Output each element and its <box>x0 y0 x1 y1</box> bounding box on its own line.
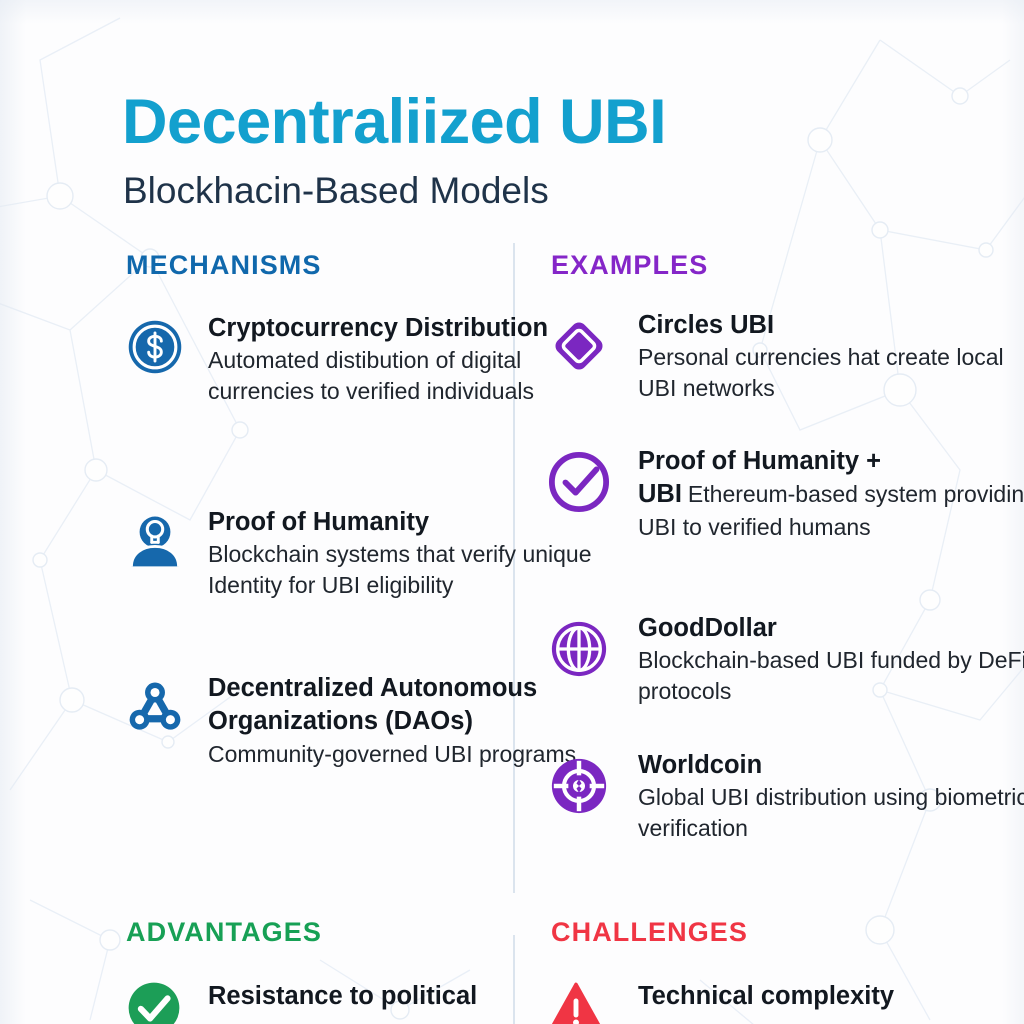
column-divider <box>513 243 515 893</box>
list-item-description: Ethereum-based system providing UBI to v… <box>638 481 1024 540</box>
list-item-title: Proof of Humanity + UBI <box>638 447 881 509</box>
list-item-body: Circles UBI Personal currencies hat crea… <box>638 309 1024 404</box>
list-item-title: Resistance to political <box>208 982 478 1010</box>
list-item-title: Circles UBI <box>638 311 775 339</box>
list-item-title: Technical complexity <box>638 982 895 1010</box>
list-item-body: Worldcoin Global UBI distribution using … <box>638 749 1024 844</box>
section-heading-challenges: CHALLENGES <box>551 917 749 947</box>
person-fingerprint-icon <box>126 512 184 570</box>
list-item-description: Global UBI distribution using biometric … <box>638 784 1024 841</box>
list-item-description: Blockchain-based UBI funded by DeFi prot… <box>638 647 1024 704</box>
section-heading-examples: EXAMPLES <box>551 250 709 280</box>
list-item-body: Technical complexity <box>638 980 1024 1013</box>
list-item-body: Decentralized Autonomous Organizations (… <box>208 672 608 769</box>
list-item-body: Resistance to political <box>208 980 608 1013</box>
list-item-description: Automated distibution of digital currenc… <box>208 347 534 404</box>
section-heading-mechanisms: MECHANISMS <box>126 250 322 280</box>
list-item-title: Cryptocurrency Distribution <box>208 314 549 342</box>
check-circle-filled-icon <box>126 980 182 1024</box>
crosshair-target-icon <box>548 755 610 817</box>
check-circle-icon <box>548 451 610 513</box>
list-item-title: Proof of Humanity <box>208 508 429 536</box>
page-subtitle: Blockhacin-Based Models <box>123 169 549 211</box>
section-heading-advantages: ADVANTAGES <box>126 917 323 947</box>
list-item-title: GoodDollar <box>638 614 777 642</box>
page-title: Decentraliized UBI <box>122 87 667 158</box>
network-nodes-icon <box>126 678 184 736</box>
list-item-body: Proof of Humanity Blockchain systems tha… <box>208 506 608 601</box>
list-item-title: Decentralized Autonomous Organizations (… <box>208 674 538 736</box>
dollar-coin-icon <box>126 318 184 376</box>
list-item-body: GoodDollar Blockchain-based UBI funded b… <box>638 612 1024 707</box>
globe-icon <box>548 618 610 680</box>
column-divider-lower <box>513 935 515 1024</box>
list-item-description: Community-governed UBI programs <box>208 740 577 767</box>
list-item-description: Blockchain systems that verify unique Id… <box>208 541 592 598</box>
warning-triangle-icon <box>548 980 604 1024</box>
list-item-title: Worldcoin <box>638 751 763 779</box>
list-item-body: Cryptocurrency Distribution Automated di… <box>208 312 608 407</box>
diamond-icon <box>548 315 610 377</box>
list-item-description: Personal currencies hat create local UBI… <box>638 344 1004 401</box>
